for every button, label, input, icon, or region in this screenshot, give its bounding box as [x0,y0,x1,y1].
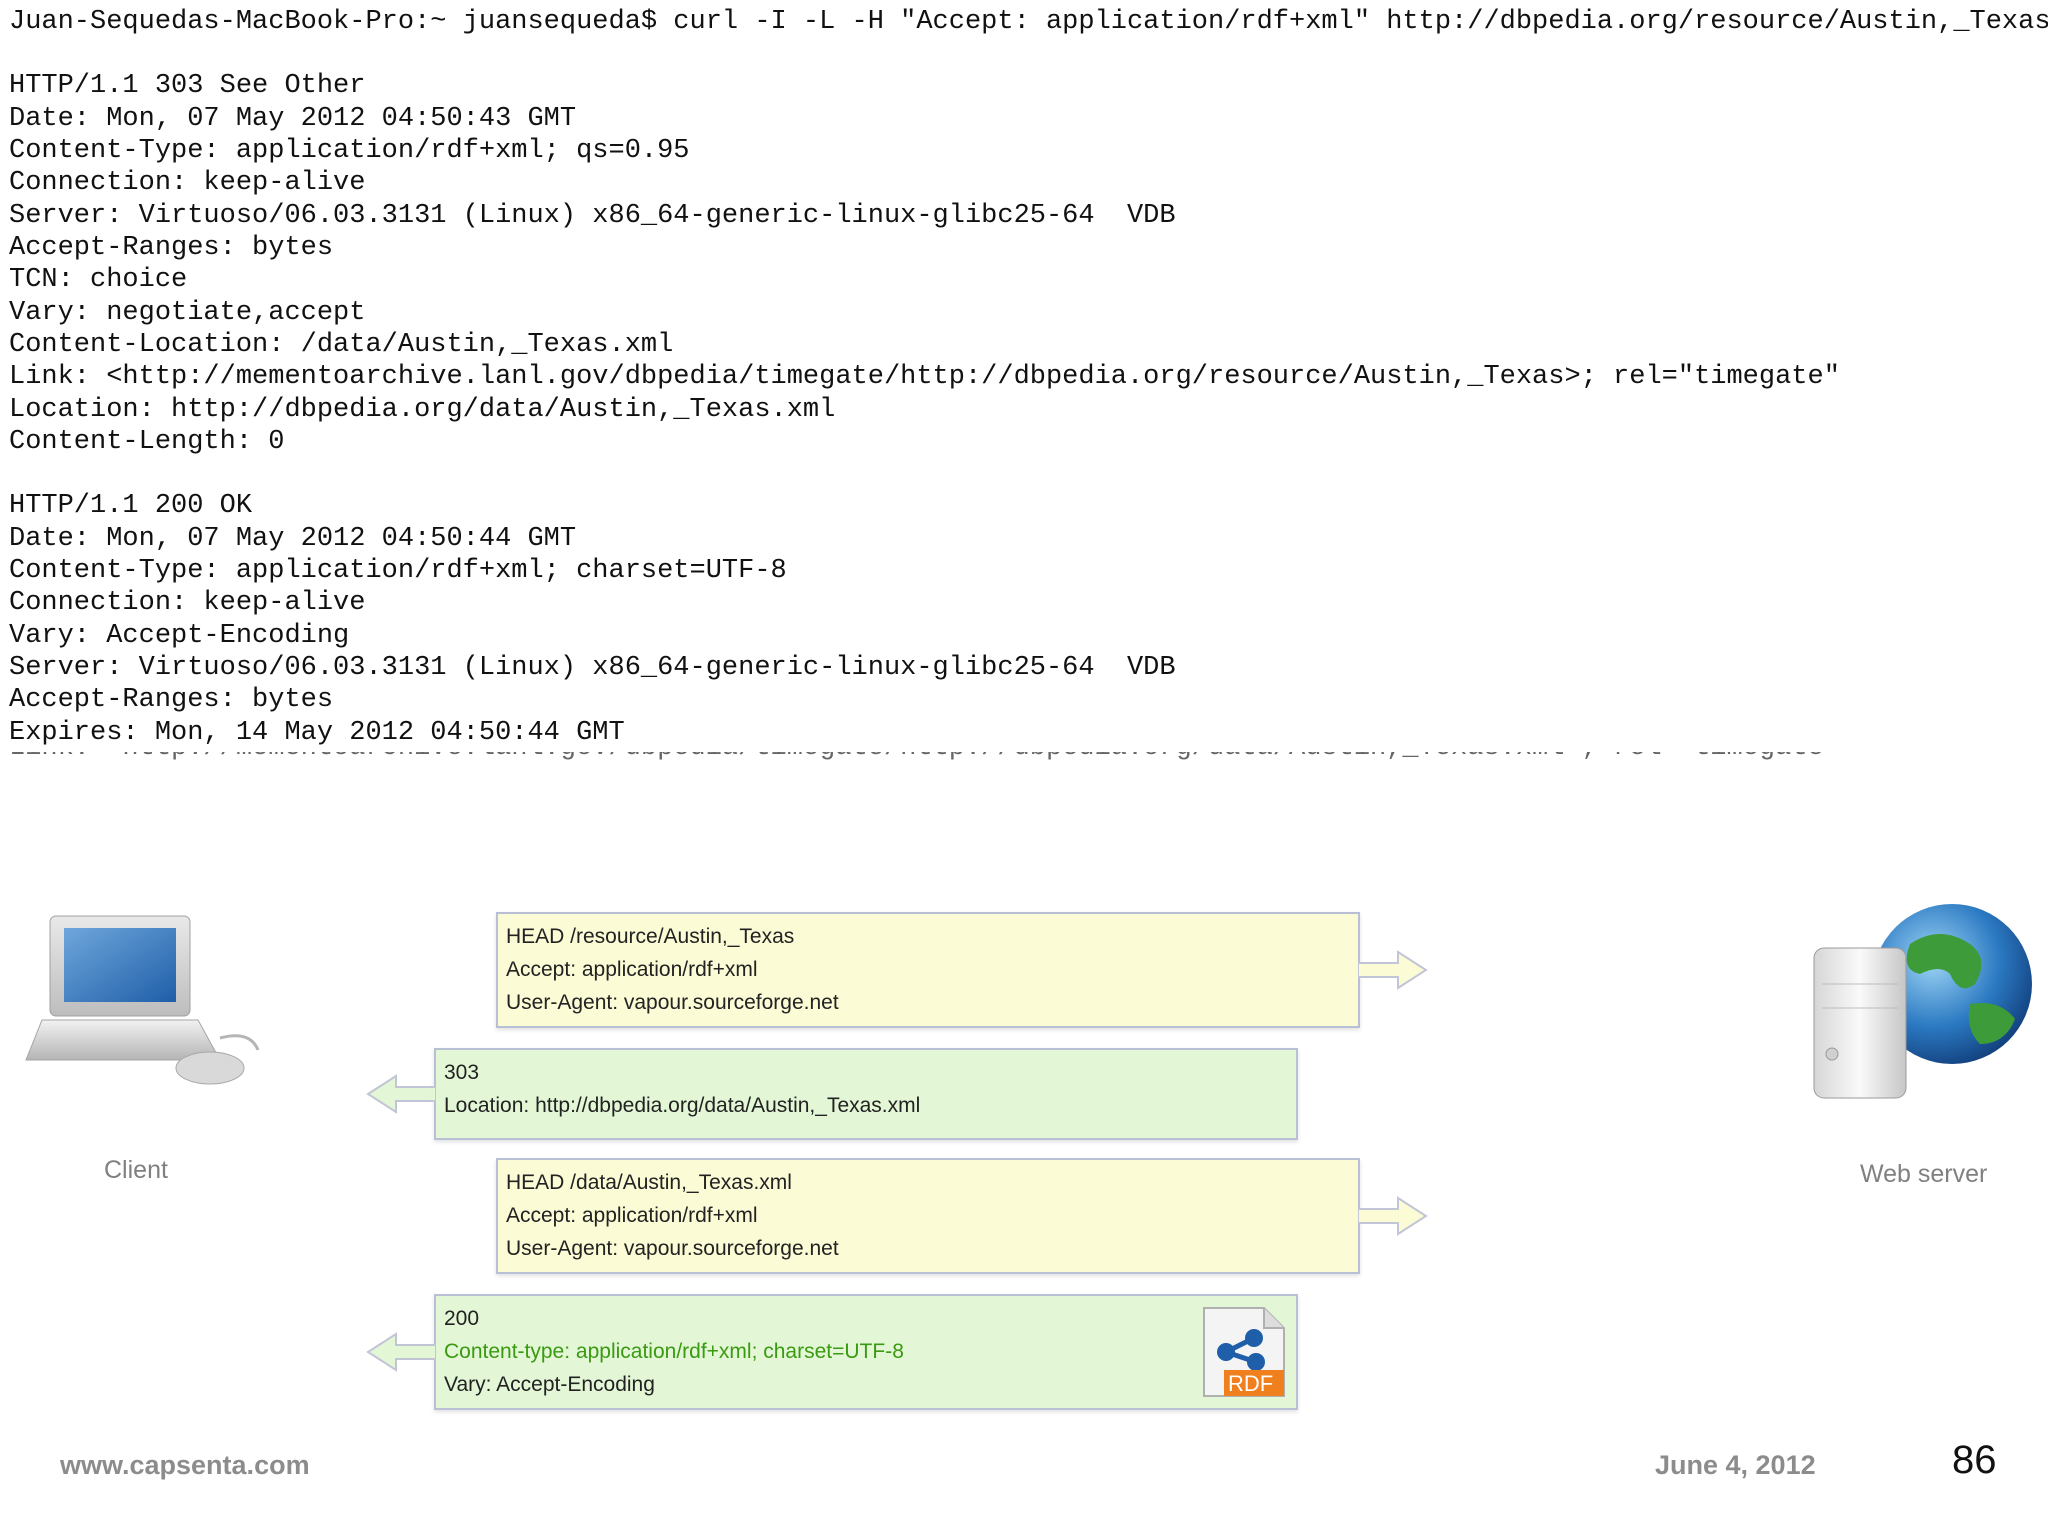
terminal-output: Juan-Sequedas-MacBook-Pro:~ juansequeda$… [0,0,2048,762]
message-line-highlight: Content-type: application/rdf+xml; chars… [444,1340,904,1363]
laptop-icon [25,915,260,1085]
terminal-line: Server: Virtuoso/06.03.3131 (Linux) x86_… [9,201,1176,231]
terminal-line: Connection: keep-alive [9,588,366,618]
rdf-badge-label: RDF [1228,1371,1274,1396]
terminal-line: Content-Location: /data/Austin,_Texas.xm… [9,330,674,360]
rdf-file-icon: RDF [1200,1304,1288,1400]
message-line: Location: http://dbpedia.org/data/Austin… [444,1094,921,1117]
arrow-right-icon [1358,1196,1428,1236]
message-line: User-Agent: vapour.sourceforge.net [506,991,839,1014]
terminal-line: Connection: keep-alive [9,168,366,198]
message-line: Accept: application/rdf+xml [506,958,758,981]
client-label: Client [104,1156,168,1184]
terminal-line: TCN: choice [9,265,188,295]
arrow-left-icon [366,1074,436,1114]
message-line: Accept: application/rdf+xml [506,1204,758,1227]
message-line: 303 [444,1061,480,1084]
footer-website: www.capsenta.com [60,1450,310,1480]
message-line: HEAD /resource/Austin,_Texas [506,925,795,948]
terminal-line: Accept-Ranges: bytes [9,233,334,263]
request-message-1: HEAD /resource/Austin,_Texas Accept: app… [496,912,1360,1028]
http-sequence-diagram: Client Web server HEAD /resource/Austin,… [0,860,2048,1440]
terminal-line: Date: Mon, 07 May 2012 04:50:44 GMT [9,524,577,554]
terminal-line: Vary: negotiate,accept [9,298,366,328]
terminal-line: Vary: Accept-Encoding [9,621,350,651]
arrow-left-icon [366,1332,436,1372]
response-message-200: 200 Content-type: application/rdf+xml; c… [434,1294,1298,1410]
terminal-line: Server: Virtuoso/06.03.3131 (Linux) x86_… [9,653,1176,683]
terminal-line: Date: Mon, 07 May 2012 04:50:43 GMT [9,104,577,134]
terminal-line: Content-Length: 0 [9,427,285,457]
footer-date: June 4, 2012 [1655,1450,1816,1480]
terminal-line: Accept-Ranges: bytes [9,685,334,715]
message-line: Vary: Accept-Encoding [444,1373,655,1396]
terminal-cut-line: Link: <http://mementoarchive.lanl.gov/db… [9,752,2048,766]
page-number: 86 [1952,1438,1997,1482]
arrow-right-icon [1358,950,1428,990]
message-line: User-Agent: vapour.sourceforge.net [506,1237,839,1260]
message-line: HEAD /data/Austin,_Texas.xml [506,1171,792,1194]
terminal-line: Location: http://dbpedia.org/data/Austin… [9,395,836,425]
terminal-line: Link: <http://mementoarchive.lanl.gov/db… [9,362,1840,392]
terminal-cut-text: Link: <http://mementoarchive.lanl.gov/db… [9,752,2048,764]
terminal-line: Juan-Sequedas-MacBook-Pro:~ juansequeda$… [9,7,2048,37]
terminal-line: Content-Type: application/rdf+xml; chars… [9,556,787,586]
message-line: 200 [444,1307,480,1330]
server-label: Web server [1860,1160,1988,1188]
response-message-303: 303 Location: http://dbpedia.org/data/Au… [434,1048,1298,1140]
terminal-line: HTTP/1.1 200 OK [9,491,253,521]
server-globe-icon [1813,904,2032,1099]
terminal-line: HTTP/1.1 303 See Other [9,71,366,101]
request-message-2: HEAD /data/Austin,_Texas.xml Accept: app… [496,1158,1360,1274]
terminal-line: Content-Type: application/rdf+xml; qs=0.… [9,136,690,166]
terminal-line: Expires: Mon, 14 May 2012 04:50:44 GMT [9,718,625,748]
